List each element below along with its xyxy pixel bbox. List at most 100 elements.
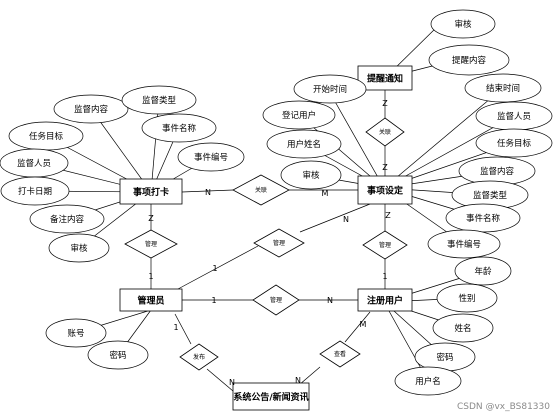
attribute-label: 密码 — [109, 350, 126, 361]
attribute-sd_dengji: 登记用户 — [262, 100, 336, 130]
attribute-label: 账号 — [67, 329, 84, 339]
attribute-label: 监督人员 — [17, 158, 51, 169]
entity-shixiangsheding: 事项设定 — [357, 175, 413, 205]
entity-gonggao: 系统公告/新闻资讯 — [232, 382, 310, 411]
attribute-label: 审核 — [70, 243, 88, 254]
entity-label: 注册用户 — [367, 295, 403, 307]
attribute-label: 事件名称 — [162, 123, 197, 134]
attribute-label: 提醒内容 — [452, 55, 487, 66]
attribute-sd_neirong: 监督内容 — [458, 156, 536, 186]
attribute-sd_mingcheng: 事件名称 — [445, 203, 521, 233]
relation-r_guanli_yonghu: 管理 — [252, 284, 300, 316]
attribute-sd_shenhe: 审核 — [280, 160, 342, 190]
attribute-dk_beizhu: 备注内容 — [29, 204, 105, 234]
attribute-label: 事件编号 — [447, 239, 481, 250]
attribute-label: 开始时间 — [313, 84, 347, 95]
attribute-yh_nianling: 年龄 — [454, 256, 512, 286]
cardinality-c_daka_n: N — [205, 188, 211, 197]
relation-label: 关联 — [379, 128, 391, 136]
relation-label: 管理 — [379, 241, 391, 249]
attribute-label: 姓名 — [454, 323, 471, 334]
relation-r_yonghu_sheding: 管理 — [362, 230, 408, 260]
attribute-yh_yonghuming: 用户名 — [394, 366, 462, 396]
attribute-dk_riqi: 打卡日期 — [0, 176, 70, 206]
relations-layer: 关联关联管理管理管理管理发布查看 — [124, 117, 408, 371]
attribute-label: 打卡日期 — [18, 186, 52, 197]
attribute-gl_mima: 密码 — [87, 340, 149, 370]
relation-r_daka_sheding: 关联 — [232, 174, 290, 206]
attribute-dk_renyuan: 监督人员 — [0, 148, 69, 178]
relation-r_guanli_daka: 管理 — [124, 229, 178, 259]
cardinality-c_gonggao_n_right: N — [295, 376, 301, 385]
attribute-sd_kaishi: 开始时间 — [293, 74, 367, 104]
watermark: CSDN @vx_BS81330 — [456, 402, 550, 412]
attribute-label: 审核 — [454, 19, 472, 30]
cardinality-c_sheding_m: M — [322, 189, 329, 198]
attribute-tixing_neirong: 提醒内容 — [428, 44, 510, 76]
cardinality-c_yonghu_bottom_m: M — [360, 320, 367, 329]
attribute-sd_xingming: 用户姓名 — [266, 129, 342, 159]
attribute-yh_xingbie: 性别 — [436, 283, 498, 313]
cardinality-c_yonghu_n: N — [327, 296, 333, 305]
entity-label: 事项打卡 — [133, 186, 169, 198]
relation-label: 发布 — [193, 353, 205, 361]
attribute-label: 登记用户 — [282, 110, 316, 121]
entity-tixing: 提醒通知 — [357, 65, 413, 91]
entity-zhuceyonghu: 注册用户 — [357, 288, 413, 312]
cardinality-c_guanli_bottom_1: 1 — [173, 323, 178, 332]
attribute-label: 审核 — [302, 170, 320, 181]
attribute-label: 监督类型 — [142, 95, 177, 106]
relation-r_guanli_sheding: 管理 — [253, 228, 305, 258]
attribute-label: 监督内容 — [480, 166, 515, 177]
attributes-layer: 审核提醒内容开始时间登记用户用户姓名审核结束时间监督人员任务目标监督内容监督类型… — [0, 9, 553, 396]
entity-label: 系统公告/新闻资讯 — [233, 391, 308, 403]
attribute-label: 性别 — [458, 293, 475, 304]
cardinality-c_sheding_top_z: Z — [382, 163, 388, 172]
cardinality-c_daka_z: Z — [148, 214, 154, 223]
relation-label: 管理 — [273, 239, 285, 247]
relation-r_guanli_gonggao: 发布 — [179, 343, 219, 371]
attribute-dk_leixing: 监督类型 — [121, 85, 197, 115]
attribute-dk_neirong: 监督内容 — [53, 94, 129, 124]
attribute-sd_bianhao: 事件编号 — [427, 229, 501, 259]
relation-r_yonghu_gonggao: 查看 — [319, 340, 361, 368]
attribute-sd_renyuan: 监督人员 — [475, 101, 553, 131]
entity-label: 提醒通知 — [367, 73, 403, 85]
attribute-label: 用户姓名 — [287, 139, 321, 150]
relation-label: 管理 — [270, 296, 282, 304]
attribute-dk_mubiao: 任务目标 — [8, 121, 84, 151]
entity-shixiangdaka: 事项打卡 — [119, 178, 183, 205]
attribute-yh_xingming: 姓名 — [432, 313, 494, 343]
relation-label: 关联 — [255, 186, 267, 194]
entity-label: 管理员 — [137, 295, 164, 307]
cardinality-c_sheding_bottom_z: Z — [385, 211, 391, 220]
attribute-label: 事件编号 — [194, 152, 228, 163]
cardinality-c_guanli_top_1: 1 — [148, 272, 153, 281]
attribute-dk_mingcheng: 事件名称 — [141, 113, 217, 143]
entity-label: 事项设定 — [367, 185, 404, 197]
attribute-sd_mubiao: 任务目标 — [475, 128, 553, 158]
attribute-sd_jieshu: 结束时间 — [464, 73, 542, 103]
attribute-tixing_shenhe: 审核 — [430, 9, 496, 39]
attribute-label: 事件名称 — [466, 213, 501, 224]
cardinality-c_tixing_z: Z — [382, 99, 388, 108]
cardinality-c_guanli_diag_1: 1 — [212, 264, 217, 273]
attribute-label: 任务目标 — [497, 138, 532, 149]
attribute-label: 监督类型 — [473, 190, 508, 201]
cardinality-c_yonghu_top_1: 1 — [382, 272, 387, 281]
cardinality-c_guanli_right_1: 1 — [211, 296, 216, 305]
relation-label: 查看 — [334, 350, 346, 358]
attribute-gl_zhanghao: 账号 — [45, 318, 107, 348]
attribute-label: 密码 — [436, 352, 453, 363]
cardinality-c_gonggao_n_left: N — [229, 378, 235, 387]
attribute-label: 年龄 — [474, 266, 492, 277]
attribute-label: 备注内容 — [50, 214, 85, 225]
cardinality-c_sheding_n: N — [343, 215, 349, 224]
attribute-label: 监督人员 — [497, 111, 531, 122]
attribute-label: 监督内容 — [74, 104, 109, 115]
attribute-label: 结束时间 — [486, 83, 520, 94]
attribute-label: 任务目标 — [29, 131, 64, 142]
